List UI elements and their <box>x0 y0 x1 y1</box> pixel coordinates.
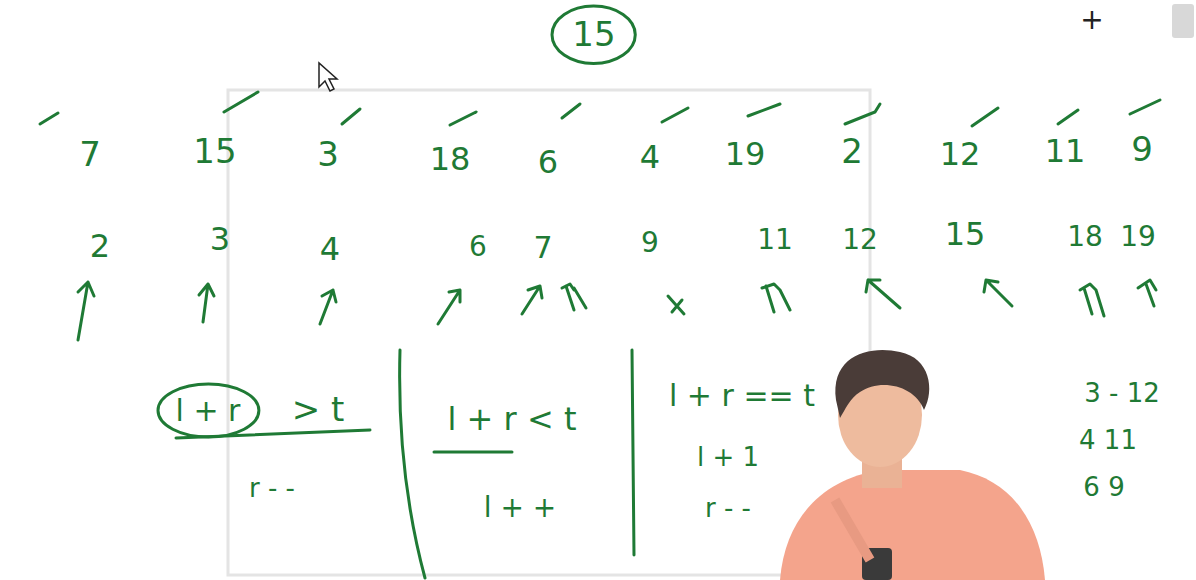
board-text: r - - <box>249 474 295 503</box>
app-icon <box>1172 4 1194 38</box>
board-text: 2 <box>841 133 863 170</box>
mouse-cursor <box>319 63 337 91</box>
board-text: r - - <box>705 494 751 523</box>
board-text: 12 <box>842 225 878 256</box>
board-strokes <box>176 350 634 578</box>
tick-marks <box>40 92 1160 126</box>
circled-text: l + r <box>176 394 241 427</box>
circled-text: 15 <box>572 16 615 53</box>
board-text: 19 <box>1120 222 1156 253</box>
pointer-arrows <box>78 280 1156 340</box>
board-text: 11 <box>1045 134 1086 169</box>
board-text: 18 <box>1067 222 1103 253</box>
board-text: 18 <box>430 142 471 177</box>
ui-symbol: + <box>1080 5 1103 36</box>
board-text: 3 <box>210 222 230 257</box>
board-text: l + r == t <box>669 379 815 412</box>
frame <box>228 90 870 575</box>
board-text: 4 11 <box>1079 426 1137 455</box>
board-text: 19 <box>725 137 766 172</box>
board-text: 7 <box>533 231 552 264</box>
board-text: 15 <box>193 133 236 170</box>
board-text: 12 <box>940 137 981 172</box>
board-text: l + 1 <box>697 443 759 472</box>
board-text: 4 <box>640 140 660 175</box>
board-text: 9 <box>1131 131 1153 168</box>
board-text: 7 <box>79 136 101 173</box>
board-text: 3 <box>317 136 339 173</box>
board-text: 6 9 <box>1083 473 1124 502</box>
board-text: 9 <box>641 228 659 259</box>
presenter <box>780 350 1045 580</box>
board-text: 4 <box>320 232 340 267</box>
board-text: 6 <box>469 232 487 263</box>
board-text: 3 - 12 <box>1084 379 1160 408</box>
board-text: l + r < t <box>448 402 577 437</box>
board-text: 15 <box>945 217 986 252</box>
board-text: 6 <box>538 145 558 180</box>
circled-number: 15 <box>550 4 637 65</box>
circled-number: l + r <box>156 382 261 439</box>
board-text: 2 <box>90 229 110 264</box>
board-text: > t <box>292 391 345 428</box>
board-text: l + + <box>484 493 557 524</box>
board-text: 11 <box>757 225 793 256</box>
